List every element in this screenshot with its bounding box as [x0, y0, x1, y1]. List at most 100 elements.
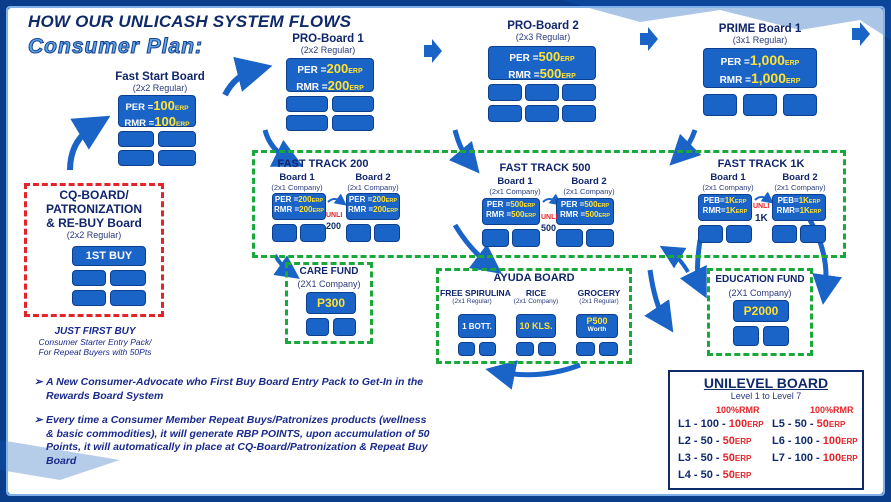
board-slot — [479, 342, 496, 356]
board-slot — [332, 96, 374, 112]
bullet-repeat-buy: ➢Every time a Consumer Member Repeat Buy… — [34, 414, 430, 467]
care-fund-frame — [285, 262, 373, 344]
ayuda-grocery-label: GROCERY (2x1 Regular) — [577, 288, 621, 305]
ayuda-spirulina-value: 1 BOTT. — [458, 314, 496, 338]
bullet-first-buy: ➢A New Consumer-Advocate who First Buy B… — [34, 376, 424, 402]
board-slot — [110, 290, 146, 306]
board-slot — [703, 94, 737, 116]
fast-track-frame — [252, 150, 846, 258]
board-slot — [556, 229, 583, 247]
board-slot — [346, 224, 371, 242]
board-slot — [332, 115, 374, 131]
board-slot — [726, 225, 752, 243]
fast-track-500-title: FAST TRACK 500 — [499, 162, 591, 174]
cq-board-title: CQ-BOARD/ PATRONIZATION & RE-BUY Board (… — [46, 188, 142, 241]
board-slot — [733, 326, 759, 346]
unilevel-pct-right: 100%RMR — [810, 405, 854, 415]
ft200-unli-label: UNLI — [326, 212, 343, 219]
board-slot — [110, 270, 146, 286]
education-fund-value: P2000 — [733, 300, 789, 322]
board-slot — [118, 150, 154, 166]
unilevel-row: L6 - 100 - 100ERP — [772, 435, 858, 447]
care-fund-value: P300 — [306, 292, 356, 314]
education-fund-title: EDUCATION FUND — [715, 274, 805, 285]
page-title: HOW OUR UNLICASH SYSTEM FLOWS — [28, 12, 352, 31]
board-slot — [599, 342, 618, 356]
arrow-right-icon — [640, 27, 658, 51]
fast-start-board: Fast Start Board (2x2 Regular) — [115, 71, 205, 93]
board-slot — [562, 84, 596, 101]
unilevel-levels: Level 1 to Level 7 — [730, 391, 802, 401]
board-slot — [72, 290, 106, 306]
board-slot — [272, 224, 297, 242]
board-slot — [576, 342, 595, 356]
ft200-board2-label: Board 2 (2x1 Company) — [347, 172, 399, 192]
ft500-board2-label: Board 2 (2x1 Company) — [563, 176, 615, 196]
board-slot — [763, 326, 789, 346]
ft1k-board2-label: Board 2 (2x1 Company) — [774, 172, 826, 192]
ft1k-unli-value: 1K — [755, 213, 768, 224]
unilevel-pct-left: 100%RMR — [716, 405, 760, 415]
ft1k-unli-label: UNLI — [753, 203, 770, 210]
first-buy-badge: 1ST BUY — [72, 246, 146, 266]
board-slot — [562, 105, 596, 122]
ft500-unli-label: UNLI — [541, 214, 558, 221]
ft200-board1-label: Board 1 (2x1 Company) — [271, 172, 323, 192]
board-slot — [538, 342, 556, 356]
board-slot — [482, 229, 509, 247]
unilevel-row: L4 - 50 - 50ERP — [678, 469, 752, 481]
board-slot — [286, 115, 328, 131]
prime-board-1: PRIME Board 1 (3x1 Regular) — [718, 23, 802, 45]
board-slot — [516, 342, 534, 356]
board-slot — [488, 84, 522, 101]
unilevel-title: UNILEVEL BOARD — [703, 375, 829, 391]
board-slot — [458, 342, 475, 356]
board-slot — [306, 318, 329, 336]
arrow-right-icon — [852, 22, 870, 46]
ayuda-board-title: AYUDA BOARD — [493, 272, 575, 284]
fast-track-1k-title: FAST TRACK 1K — [717, 158, 805, 170]
board-slot — [158, 131, 196, 147]
board-slot — [525, 84, 559, 101]
ayuda-board-frame — [436, 268, 632, 364]
board-slot — [783, 94, 817, 116]
board-slot — [772, 225, 797, 243]
board-slot — [698, 225, 723, 243]
ayuda-spirulina-label: FREE SPIRULINA (2x1 Regular) — [440, 288, 511, 305]
pro-board-2: PRO-Board 2 (2x3 Regular) — [507, 20, 579, 42]
page-subtitle: Consumer Plan: — [27, 35, 204, 59]
unilevel-row: L3 - 50 - 50ERP — [678, 452, 752, 464]
ft1k-board1-label: Board 1 (2x1 Company) — [702, 172, 754, 192]
ft200-unli-value: 200 — [326, 221, 342, 231]
unilevel-row: L7 - 100 - 100ERP — [772, 452, 858, 464]
ft500-unli-value: 500 — [541, 223, 557, 233]
education-fund-type: (2X1 Company) — [728, 288, 792, 298]
unilevel-row: L5 - 50 - 50ERP — [772, 418, 846, 430]
board-slot — [374, 224, 400, 242]
unilevel-row: L1 - 100 - 100ERP — [678, 418, 764, 430]
board-slot — [800, 225, 826, 243]
arrow-right-icon — [424, 39, 442, 63]
unilevel-row: L2 - 50 - 50ERP — [678, 435, 752, 447]
ayuda-grocery-value: P500 Worth — [576, 314, 618, 338]
cq-board-frame — [24, 183, 164, 317]
unilevel-board: UNILEVEL BOARD Level 1 to Level 7 100%RM… — [668, 370, 864, 490]
ayuda-rice-label: RICE (2x1 Company) — [513, 288, 559, 305]
ft500-board1-label: Board 1 (2x1 Company) — [489, 176, 541, 196]
board-slot — [488, 105, 522, 122]
board-slot — [743, 94, 777, 116]
education-fund-frame — [707, 268, 813, 356]
board-slot — [586, 229, 614, 247]
board-slot — [512, 229, 540, 247]
just-first-buy-note: JUST FIRST BUY Consumer Starter Entry Pa… — [38, 326, 152, 357]
board-slot — [118, 131, 154, 147]
